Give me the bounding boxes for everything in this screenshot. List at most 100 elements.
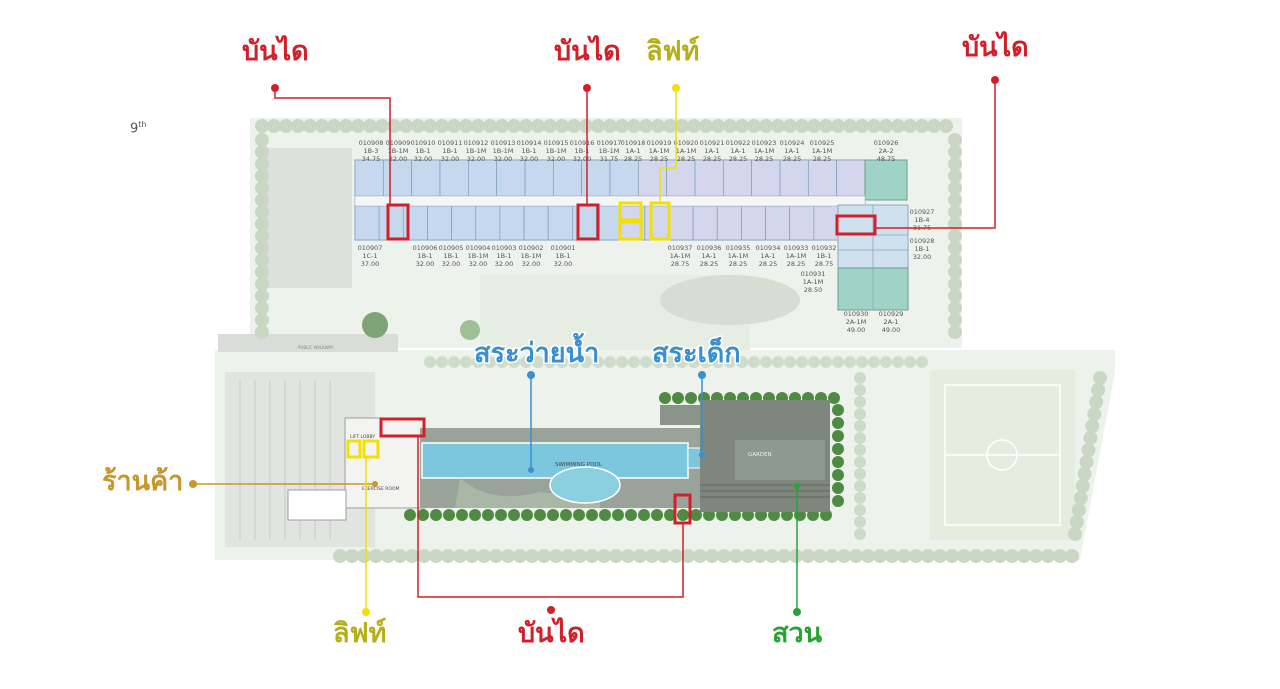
tree bbox=[832, 430, 844, 442]
tree bbox=[597, 549, 611, 563]
tree bbox=[315, 119, 329, 133]
tree bbox=[357, 549, 371, 563]
tree bbox=[873, 549, 887, 563]
tree bbox=[453, 549, 467, 563]
tree bbox=[1069, 515, 1084, 529]
tree bbox=[879, 119, 893, 133]
tree bbox=[255, 325, 269, 339]
tree bbox=[521, 509, 533, 521]
tree bbox=[832, 417, 844, 429]
amenity-zone: SWIMMING POOL GARDEN LIFT LOBBY EXERCISE… bbox=[287, 345, 830, 521]
tree bbox=[861, 549, 875, 563]
tree bbox=[948, 157, 962, 171]
tree bbox=[1087, 407, 1102, 421]
tree bbox=[777, 549, 791, 563]
tree bbox=[543, 119, 557, 133]
tree bbox=[854, 492, 866, 504]
tree bbox=[459, 119, 473, 133]
room-cell bbox=[354, 205, 380, 241]
room-cell bbox=[765, 205, 791, 241]
leader-stairs-bottom bbox=[417, 436, 684, 598]
room-cell bbox=[694, 159, 724, 197]
tree bbox=[387, 119, 401, 133]
tree bbox=[652, 356, 664, 368]
swimming-pool-map-label: SWIMMING POOL bbox=[555, 462, 603, 468]
room-cell bbox=[722, 159, 753, 197]
tree bbox=[363, 119, 377, 133]
tree bbox=[735, 119, 749, 133]
tree bbox=[544, 356, 556, 368]
room-cell bbox=[523, 205, 549, 241]
tree bbox=[1077, 467, 1092, 481]
tree bbox=[828, 392, 840, 404]
tree bbox=[854, 444, 866, 456]
tree bbox=[820, 356, 832, 368]
tree bbox=[868, 356, 880, 368]
stairs-callout-bottom: บันได bbox=[517, 618, 587, 649]
tree bbox=[405, 549, 419, 563]
tree bbox=[1073, 491, 1088, 505]
tree bbox=[255, 265, 269, 279]
tree bbox=[669, 549, 683, 563]
tree bbox=[843, 119, 857, 133]
tree bbox=[832, 356, 844, 368]
tree bbox=[939, 119, 953, 133]
leader-dots bbox=[189, 76, 999, 616]
tree bbox=[456, 509, 468, 521]
tree bbox=[556, 356, 568, 368]
tree bbox=[969, 549, 983, 563]
tree bbox=[496, 356, 508, 368]
tree bbox=[688, 356, 700, 368]
tree bbox=[423, 119, 437, 133]
tree bbox=[507, 119, 521, 133]
tree bbox=[255, 253, 269, 267]
tree bbox=[651, 119, 665, 133]
tree bbox=[255, 145, 269, 159]
tree bbox=[916, 356, 928, 368]
tree bbox=[460, 356, 472, 368]
leader-stairs-1 bbox=[274, 88, 391, 206]
tree bbox=[255, 313, 269, 327]
tree bbox=[717, 549, 731, 563]
garden-map-label: GARDEN bbox=[748, 452, 772, 458]
room-cell bbox=[467, 159, 498, 197]
tree bbox=[460, 320, 480, 340]
floor-number: 9 bbox=[130, 121, 139, 137]
tree bbox=[362, 312, 388, 338]
tree bbox=[664, 509, 676, 521]
tree bbox=[948, 313, 962, 327]
tree bbox=[854, 372, 866, 384]
tree bbox=[801, 549, 815, 563]
tree bbox=[532, 356, 544, 368]
tree bbox=[657, 549, 671, 563]
tree bbox=[1041, 549, 1055, 563]
tree bbox=[303, 119, 317, 133]
tree bbox=[436, 356, 448, 368]
tree bbox=[832, 404, 844, 416]
tree bbox=[813, 549, 827, 563]
tree bbox=[609, 549, 623, 563]
tree bbox=[687, 119, 701, 133]
tree bbox=[255, 301, 269, 315]
tree bbox=[724, 356, 736, 368]
tree bbox=[639, 119, 653, 133]
tree bbox=[534, 509, 546, 521]
tree bbox=[945, 549, 959, 563]
tree bbox=[441, 549, 455, 563]
tree bbox=[772, 356, 784, 368]
tree bbox=[417, 509, 429, 521]
tree bbox=[855, 119, 869, 133]
stairs-callout-2: บันได bbox=[553, 36, 623, 67]
tree bbox=[443, 509, 455, 521]
tree bbox=[832, 482, 844, 494]
tree bbox=[339, 119, 353, 133]
tree bbox=[915, 119, 929, 133]
